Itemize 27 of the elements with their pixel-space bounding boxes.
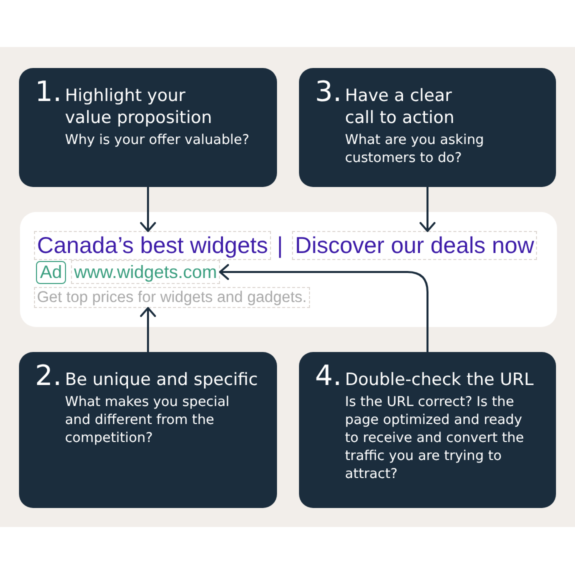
tip-card (299, 352, 556, 508)
headline-text: Canada’s best widgets (34, 231, 271, 260)
arrow (140, 187, 156, 232)
arrow (219, 264, 428, 352)
step-number: 1. (35, 78, 62, 106)
tip-heading: Highlight your value proposition (65, 85, 213, 129)
display-url: www.widgets.com (71, 260, 220, 284)
tip-question: Why is your offer valuable? (65, 131, 250, 149)
arrow (140, 307, 156, 352)
tip-heading: Have a clear call to action (345, 85, 456, 129)
tip-question: What are you asking customers to do? (345, 131, 485, 167)
step-number: 2. (35, 362, 62, 390)
description-text: Get top prices for widgets and gadgets. (34, 287, 310, 308)
headline-separator: | (277, 233, 283, 258)
step-number: 3. (315, 78, 342, 106)
tip-heading: Be unique and specific (65, 369, 259, 391)
headline-text: Discover our deals now (292, 231, 538, 260)
arrow (420, 187, 436, 232)
tip-card (19, 68, 277, 187)
step-number: 4. (315, 362, 342, 390)
tip-card (19, 352, 277, 508)
tip-card (299, 68, 556, 187)
tip-heading: Double-check the URL (345, 369, 535, 391)
tip-question: What makes you special and different from the competition? (65, 393, 230, 447)
tip-question: Is the URL correct? Is the page optimized and ready to receive and convert the traffic you are trying to attract? (345, 393, 525, 483)
ad-preview-panel (20, 212, 557, 327)
ad-label: Ad (36, 261, 66, 284)
